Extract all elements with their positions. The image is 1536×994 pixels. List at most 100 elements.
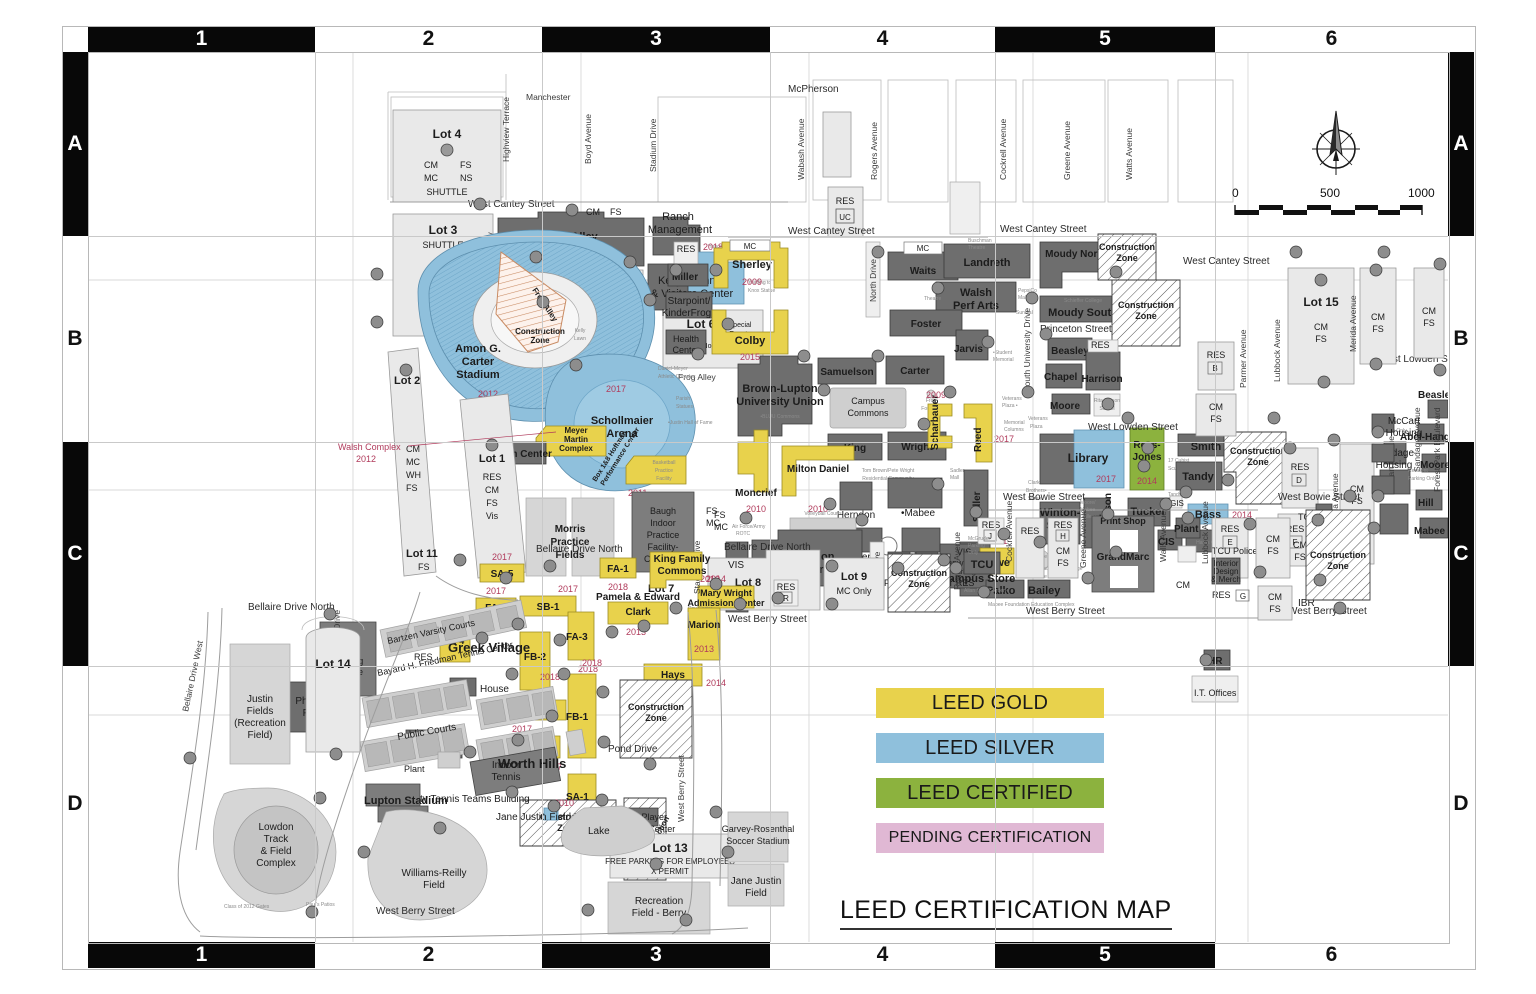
- grid-col-top-6: 6: [1215, 26, 1448, 52]
- svg-text:FS: FS: [460, 160, 472, 170]
- svg-text:•BLUU Commons: •BLUU Commons: [760, 414, 800, 420]
- svg-text:& Merch: & Merch: [1211, 575, 1241, 584]
- svg-text:Parish: Parish: [676, 396, 690, 402]
- svg-text:Reed: Reed: [973, 428, 984, 452]
- campus-map-canvas[interactable]: .blk{fill:#6e6e6e;stroke:#3a3a3a;stroke-…: [88, 52, 1448, 942]
- svg-text:2017: 2017: [1096, 474, 1116, 484]
- svg-text:2013: 2013: [694, 644, 714, 654]
- svg-text:FS: FS: [714, 510, 726, 520]
- svg-text:2009: 2009: [742, 277, 762, 287]
- svg-text:Merida Avenue: Merida Avenue: [1330, 473, 1340, 530]
- svg-text:Commons: Commons: [847, 408, 889, 418]
- svg-text:Starpoint/: Starpoint/: [668, 296, 711, 307]
- svg-text:FA-1: FA-1: [607, 564, 629, 575]
- svg-text:SHUTTLE: SHUTTLE: [422, 240, 463, 250]
- grid-line-vertical: [995, 52, 996, 942]
- svg-text:FB-2: FB-2: [524, 652, 547, 663]
- svg-text:2017: 2017: [486, 586, 506, 596]
- grid-line-vertical: [315, 52, 316, 942]
- svg-text:Campus Store: Campus Store: [941, 573, 1016, 585]
- svg-text:Air Force/Army: Air Force/Army: [732, 524, 766, 530]
- svg-text:2018: 2018: [582, 658, 602, 668]
- svg-text:South University Drive: South University Drive: [1022, 308, 1032, 392]
- svg-text:West Berry Street: West Berry Street: [376, 906, 455, 917]
- svg-text:Chapel: Chapel: [1044, 372, 1078, 383]
- svg-text:Fields: Fields: [556, 550, 585, 561]
- svg-text:Baugh: Baugh: [650, 506, 676, 516]
- svg-text:Gallery: Gallery: [1080, 514, 1096, 520]
- svg-text:Clark: Clark: [625, 607, 650, 618]
- svg-text:West Cantey Street: West Cantey Street: [468, 199, 555, 210]
- svg-text:FS: FS: [1267, 546, 1279, 556]
- svg-text:Bellaire Drive North: Bellaire Drive North: [536, 544, 623, 555]
- svg-text:Lot 14: Lot 14: [315, 657, 351, 671]
- svg-text:Resident: Resident: [1408, 468, 1428, 474]
- grid-row-left-C: C: [62, 442, 88, 666]
- grid-row-right-B: B: [1448, 236, 1474, 442]
- svg-text:CIS: CIS: [1158, 537, 1175, 548]
- svg-text:Cockrell Avenue: Cockrell Avenue: [998, 118, 1008, 180]
- svg-text:Sadler: Sadler: [950, 468, 965, 474]
- svg-text:Field): Field): [247, 730, 272, 741]
- svg-text:Lot 15: Lot 15: [1303, 295, 1339, 309]
- grid-row-right-D: D: [1448, 666, 1474, 942]
- svg-text:Watts Avenue: Watts Avenue: [1124, 128, 1134, 180]
- svg-text:FB-1: FB-1: [566, 712, 589, 723]
- grid-col-bottom-3: 3: [542, 942, 770, 968]
- svg-text:West Bowie Street: West Bowie Street: [1003, 492, 1085, 503]
- svg-text:Field: Field: [745, 888, 767, 899]
- svg-text:Moncrief: Moncrief: [735, 488, 777, 499]
- svg-text:Special: Special: [729, 322, 752, 329]
- svg-text:Volleyball Courts: Volleyball Courts: [804, 511, 842, 517]
- svg-text:SB-1: SB-1: [537, 602, 560, 613]
- svg-text:Justin Center: Justin Center: [488, 449, 552, 460]
- svg-text:Jones: Jones: [1133, 452, 1162, 463]
- grid-row-right-C: C: [1448, 442, 1474, 666]
- svg-text:Zone: Zone: [1135, 311, 1157, 321]
- svg-text:Forest Park Boulevard: Forest Park Boulevard: [1432, 407, 1442, 492]
- svg-text:Walls Avenue: Walls Avenue: [1158, 511, 1168, 562]
- grid-row-left-A: A: [62, 52, 88, 236]
- svg-text:Columns: Columns: [1004, 427, 1024, 433]
- svg-text:FS: FS: [418, 562, 430, 572]
- svg-text:Recreation: Recreation: [635, 896, 683, 907]
- svg-text:Lake: Lake: [588, 826, 610, 837]
- svg-text:2017: 2017: [558, 584, 578, 594]
- svg-text:Complex: Complex: [256, 858, 295, 869]
- svg-text:Moudy South: Moudy South: [1048, 307, 1118, 319]
- svg-text:Beasley: Beasley: [1051, 346, 1089, 357]
- grid-row-left-B: B: [62, 236, 88, 442]
- svg-text:Mary Wright: Mary Wright: [700, 588, 752, 598]
- svg-text:Lot 11: Lot 11: [406, 548, 438, 560]
- svg-text:RES: RES: [677, 244, 696, 254]
- svg-text:West Berry Street: West Berry Street: [728, 614, 807, 625]
- svg-text:VIS: VIS: [728, 560, 744, 571]
- svg-text:North Drive: North Drive: [868, 259, 878, 302]
- svg-text:Bellaire Drive North: Bellaire Drive North: [248, 602, 335, 613]
- svg-text:Waits: Waits: [910, 266, 937, 277]
- svg-text:Garvey-Rosenthal: Garvey-Rosenthal: [722, 824, 795, 834]
- svg-text:Perf Arts: Perf Arts: [953, 300, 999, 312]
- north-arrow-icon: [1312, 110, 1360, 175]
- svg-text:Theatre: Theatre: [924, 296, 941, 302]
- svg-text:Construction: Construction: [1099, 242, 1155, 252]
- svg-text:Wabash Avenue: Wabash Avenue: [796, 118, 806, 180]
- svg-text:Lot 4: Lot 4: [433, 127, 462, 141]
- svg-text:•Justin Hall of Fame: •Justin Hall of Fame: [668, 420, 713, 426]
- scale-bar-graphic: [1234, 205, 1423, 215]
- svg-text:Hill: Hill: [1418, 498, 1434, 509]
- svg-text:2012: 2012: [356, 454, 376, 464]
- grid-col-bottom-1: 1: [88, 942, 315, 968]
- svg-text:RES: RES: [1291, 462, 1310, 472]
- svg-text:E: E: [1227, 538, 1232, 547]
- svg-text:Basketball: Basketball: [652, 460, 675, 466]
- svg-text:Abel-Hanger: Abel-Hanger: [1400, 432, 1448, 443]
- svg-text:McGruder: McGruder: [968, 536, 991, 542]
- svg-text:H: H: [1060, 532, 1066, 541]
- svg-text:Construction: Construction: [891, 568, 947, 578]
- svg-text:FS: FS: [1423, 318, 1435, 328]
- svg-text:Construction: Construction: [1118, 300, 1174, 310]
- svg-text:Facility-: Facility-: [648, 542, 679, 552]
- svg-text:Amon G.: Amon G.: [455, 343, 501, 355]
- svg-text:Rogers Avenue: Rogers Avenue: [952, 532, 962, 590]
